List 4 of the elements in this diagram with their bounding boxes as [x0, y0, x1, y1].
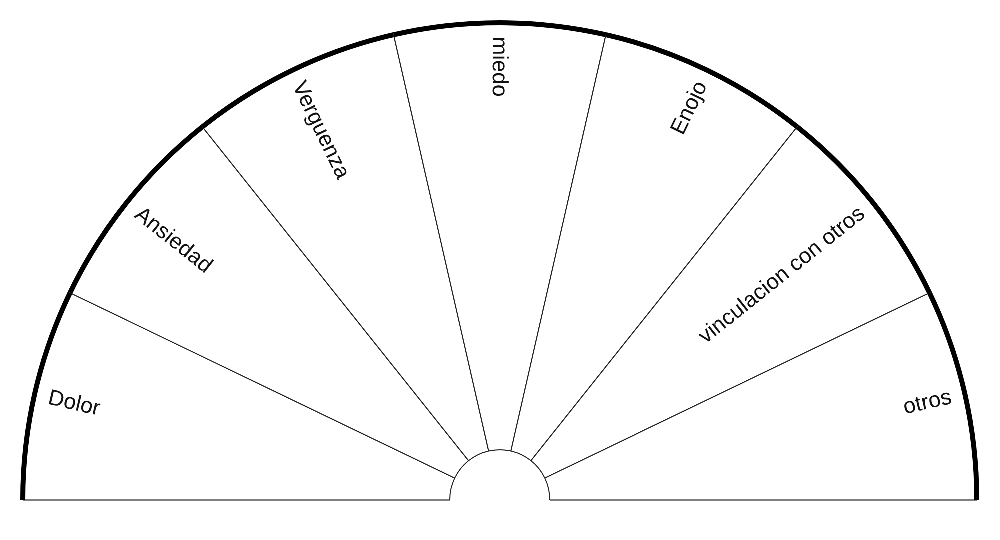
sector-label: Dolor — [46, 384, 104, 422]
sector-label: miedo — [487, 37, 513, 97]
sector-label: Enojo — [664, 77, 713, 139]
sector-label: otros — [900, 384, 954, 421]
